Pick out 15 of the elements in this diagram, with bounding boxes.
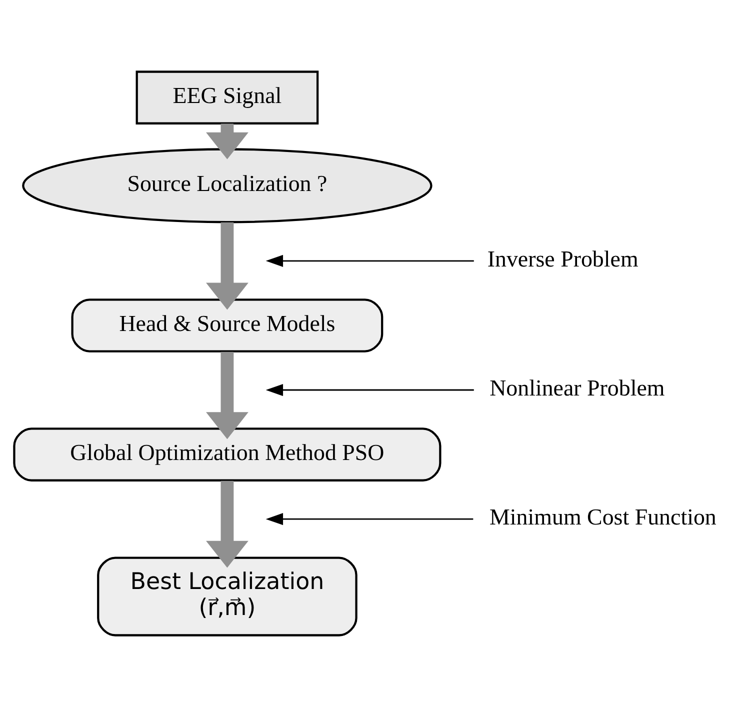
arrow: [266, 512, 474, 525]
node-box: Best Localization (r⃗,m⃗): [97, 556, 358, 636]
node-box: Global Optimization Method PSO: [13, 427, 442, 481]
node-box: Head & Source Models: [71, 298, 384, 352]
node-text: Minimum Cost Function: [490, 504, 716, 530]
node-ellipse: Source Localization ?: [22, 148, 432, 223]
arrow: [266, 383, 474, 396]
arrow: [206, 123, 248, 159]
node-text: Inverse Problem: [487, 246, 638, 271]
arrow: [206, 351, 248, 439]
node-box: EEG Signal: [136, 70, 319, 124]
arrow: [206, 480, 248, 568]
arrow: [266, 254, 474, 266]
node-text: Nonlinear Problem: [490, 374, 665, 400]
arrow: [206, 222, 248, 310]
